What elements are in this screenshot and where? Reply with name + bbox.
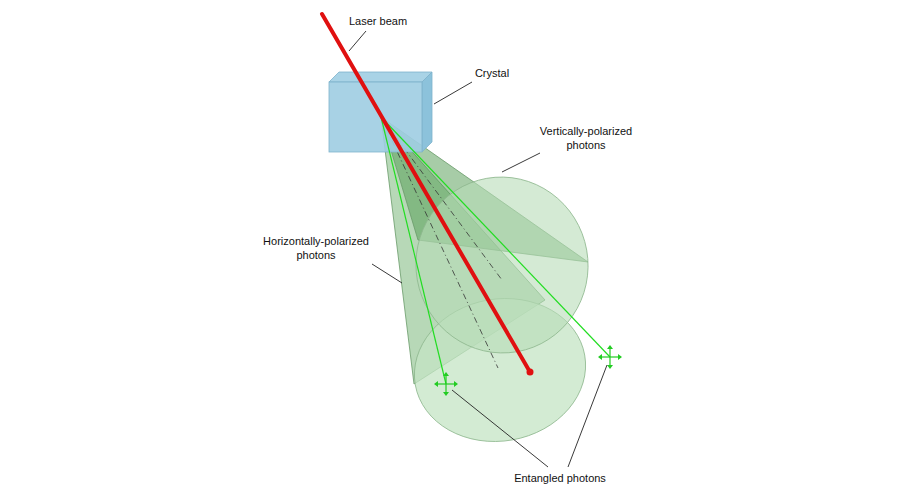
- cone-axis: [381, 117, 498, 368]
- callout-label: Crystal: [457, 66, 527, 80]
- callout-label: Horizontally-polarized photons: [252, 234, 380, 262]
- leader-line: [452, 390, 548, 467]
- callout-label: Laser beam: [333, 14, 423, 28]
- callout-label: Vertically-polarized photons: [530, 124, 642, 152]
- polarization-cross: [598, 345, 622, 369]
- laser-beam: [322, 14, 530, 372]
- crystal-front: [329, 82, 422, 152]
- leader-line: [434, 82, 472, 104]
- leader-line: [568, 365, 607, 467]
- leader-line: [502, 153, 540, 172]
- leader-line: [372, 264, 402, 283]
- callout-label: Entangled photons: [500, 471, 620, 485]
- photon-path: [381, 117, 446, 384]
- cone-base: [402, 163, 602, 366]
- leader-lines: [349, 31, 607, 467]
- crystal-side: [422, 72, 432, 152]
- leader-line: [349, 31, 366, 51]
- photon-path: [381, 117, 610, 357]
- vertical-cone: [381, 117, 602, 367]
- crystal-top: [329, 72, 432, 82]
- laser-end: [527, 369, 534, 376]
